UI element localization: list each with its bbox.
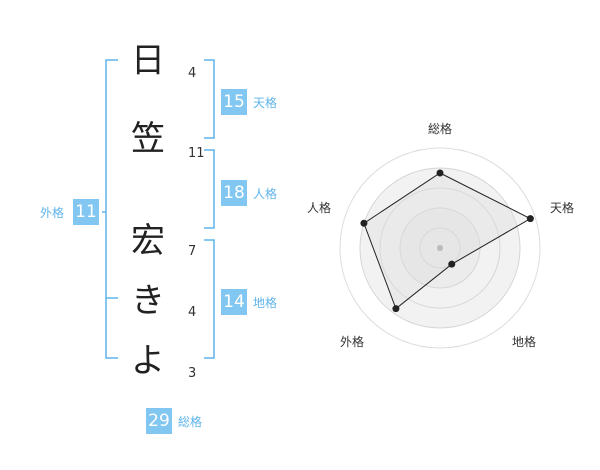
radar-axis-jinkaku: 人格 [307, 201, 332, 215]
radar-axis-soukaku: 総格 [428, 122, 453, 136]
jinkaku-value: 18 [221, 180, 247, 206]
stroke-count-5: 3 [188, 366, 197, 381]
tenkaku-bracket [204, 59, 215, 139]
radar-point-1 [436, 169, 444, 177]
radar-axis-tenkaku: 天格 [550, 201, 575, 215]
chikaku-value: 14 [221, 289, 247, 315]
stroke-count-2: 11 [188, 146, 205, 161]
stroke-count-3: 7 [188, 244, 197, 259]
jinkaku-bracket [204, 149, 215, 229]
radar-polygon [363, 172, 532, 310]
name-char-3: 宏 [131, 221, 165, 261]
name-char-1: 日 [131, 41, 165, 81]
chikaku-label: 地格 [253, 296, 278, 310]
stroke-count-4: 4 [188, 305, 197, 320]
radar-point-5 [360, 219, 368, 227]
tenkaku-label: 天格 [253, 96, 278, 110]
gaikaku-value: 11 [73, 199, 99, 225]
gaikaku-label: 外格 [40, 206, 65, 220]
radar-point-3 [448, 260, 456, 268]
soukaku-value: 29 [146, 408, 172, 434]
gaikaku-bracket [105, 59, 118, 359]
tenkaku-value: 15 [221, 89, 247, 115]
radar-axis-chikaku: 地格 [512, 335, 537, 349]
name-char-5: よ [131, 341, 165, 381]
radar-center [437, 245, 443, 251]
stroke-count-1: 4 [188, 66, 197, 81]
name-char-2: 笠 [131, 119, 165, 159]
name-char-4: き [131, 281, 165, 321]
radar-axis-gaikaku: 外格 [340, 335, 365, 349]
chikaku-bracket [204, 239, 215, 359]
radar-point-4 [392, 305, 400, 313]
jinkaku-label: 人格 [253, 187, 278, 201]
soukaku-label: 総格 [178, 415, 203, 429]
radar-point-2 [526, 215, 534, 223]
